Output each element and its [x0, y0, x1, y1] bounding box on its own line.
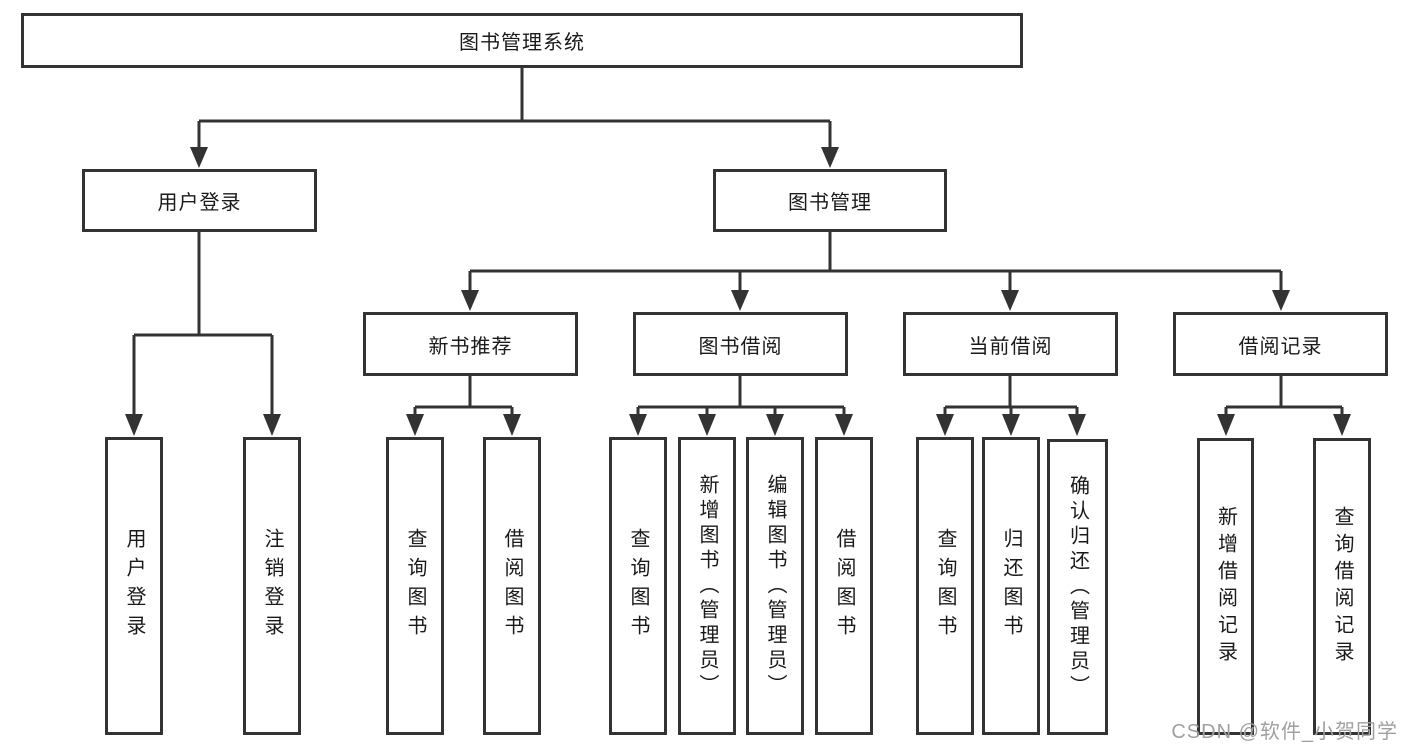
- arrowhead: [406, 414, 424, 436]
- node-borrow-records-label: 借阅记录: [1238, 335, 1323, 358]
- leaf-query-book-borrow-label: 查询图书: [627, 528, 649, 644]
- arrowhead: [698, 414, 716, 436]
- arrowhead: [190, 147, 208, 168]
- watermark: CSDN @软件_小贺同学: [1171, 721, 1398, 743]
- connector-line: [413, 376, 514, 417]
- arrowhead: [263, 414, 281, 436]
- connector-line: [132, 232, 274, 417]
- arrowhead: [766, 414, 784, 436]
- arrowhead: [125, 414, 143, 436]
- leaf-logout-label: 注销登录: [261, 528, 283, 644]
- leaf-query-book-recommend-label: 查询图书: [404, 528, 426, 644]
- arrowhead: [1272, 290, 1290, 311]
- node-root: 图书管理系统: [21, 13, 1023, 68]
- leaf-query-book-current-label: 查询图书: [934, 528, 956, 644]
- connector-current-borrow: [936, 376, 1086, 436]
- leaf-query-book-recommend: 查询图书: [386, 437, 444, 735]
- node-book-management: 图书管理: [713, 169, 947, 232]
- node-book-management-label: 图书管理: [788, 192, 872, 214]
- connector-line: [468, 232, 1283, 292]
- leaf-query-borrow-record: 查询借阅记录: [1313, 438, 1371, 735]
- node-book-borrow-label: 图书借阅: [698, 335, 783, 358]
- arrowhead: [835, 414, 853, 436]
- arrowhead: [1333, 414, 1351, 436]
- leaf-confirm-return-admin-label: 确认归还（管理员）: [1066, 474, 1089, 700]
- leaf-borrow-book-recommend-label: 借阅图书: [501, 528, 523, 644]
- connector-line: [943, 376, 1079, 417]
- leaf-add-book-admin: 新增图书（管理员）: [678, 437, 736, 735]
- node-new-book-recommend: 新书推荐: [363, 312, 578, 376]
- leaf-borrow-book-recommend: 借阅图书: [483, 437, 541, 735]
- leaf-edit-book-admin-label: 编辑图书（管理员）: [764, 473, 786, 699]
- leaf-return-book: 归还图书: [982, 437, 1040, 735]
- leaf-return-book-label: 归还图书: [1000, 528, 1022, 644]
- node-current-borrow-label: 当前借阅: [968, 335, 1053, 358]
- node-current-borrow: 当前借阅: [903, 312, 1118, 376]
- arrowhead: [936, 414, 954, 436]
- node-user-login: 用户登录: [82, 169, 317, 232]
- node-book-borrow: 图书借阅: [633, 312, 848, 376]
- arrowhead: [731, 290, 749, 311]
- node-new-book-recommend-label: 新书推荐: [428, 335, 513, 358]
- connector-root: [190, 68, 839, 168]
- arrowhead: [629, 414, 647, 436]
- node-root-label: 图书管理系统: [459, 32, 585, 54]
- node-user-login-label: 用户登录: [157, 192, 242, 214]
- leaf-add-borrow-record-label: 新增借阅记录: [1214, 505, 1237, 668]
- connector-user-login: [125, 232, 281, 436]
- leaf-borrow-book: 借阅图书: [815, 437, 873, 735]
- leaf-confirm-return-admin: 确认归还（管理员）: [1047, 439, 1108, 735]
- leaf-logout: 注销登录: [243, 437, 301, 735]
- connector-borrow-records: [1217, 376, 1351, 436]
- arrowhead: [461, 290, 479, 311]
- leaf-query-book-borrow: 查询图书: [609, 437, 667, 735]
- arrowhead: [1001, 290, 1019, 311]
- leaf-query-borrow-record-label: 查询借阅记录: [1331, 505, 1353, 668]
- connector-new-book-recommend: [406, 376, 521, 436]
- arrowhead: [1002, 414, 1020, 436]
- connector-line: [1224, 376, 1344, 417]
- leaf-edit-book-admin: 编辑图书（管理员）: [746, 437, 804, 735]
- leaf-user-login-label: 用户登录: [123, 528, 145, 644]
- leaf-query-book-current: 查询图书: [916, 437, 974, 735]
- node-borrow-records: 借阅记录: [1173, 312, 1388, 376]
- arrowhead: [503, 414, 521, 436]
- leaf-borrow-book-label: 借阅图书: [833, 528, 855, 644]
- leaf-add-book-admin-label: 新增图书（管理员）: [696, 473, 718, 699]
- connector-line: [197, 68, 832, 149]
- leaf-add-borrow-record: 新增借阅记录: [1197, 438, 1254, 735]
- connector-line: [636, 376, 846, 417]
- connector-book-management: [461, 232, 1290, 311]
- leaf-user-login: 用户登录: [105, 437, 163, 735]
- connector-book-borrow: [629, 376, 853, 436]
- arrowhead: [1217, 414, 1235, 436]
- arrowhead: [821, 147, 839, 168]
- arrowhead: [1068, 414, 1086, 436]
